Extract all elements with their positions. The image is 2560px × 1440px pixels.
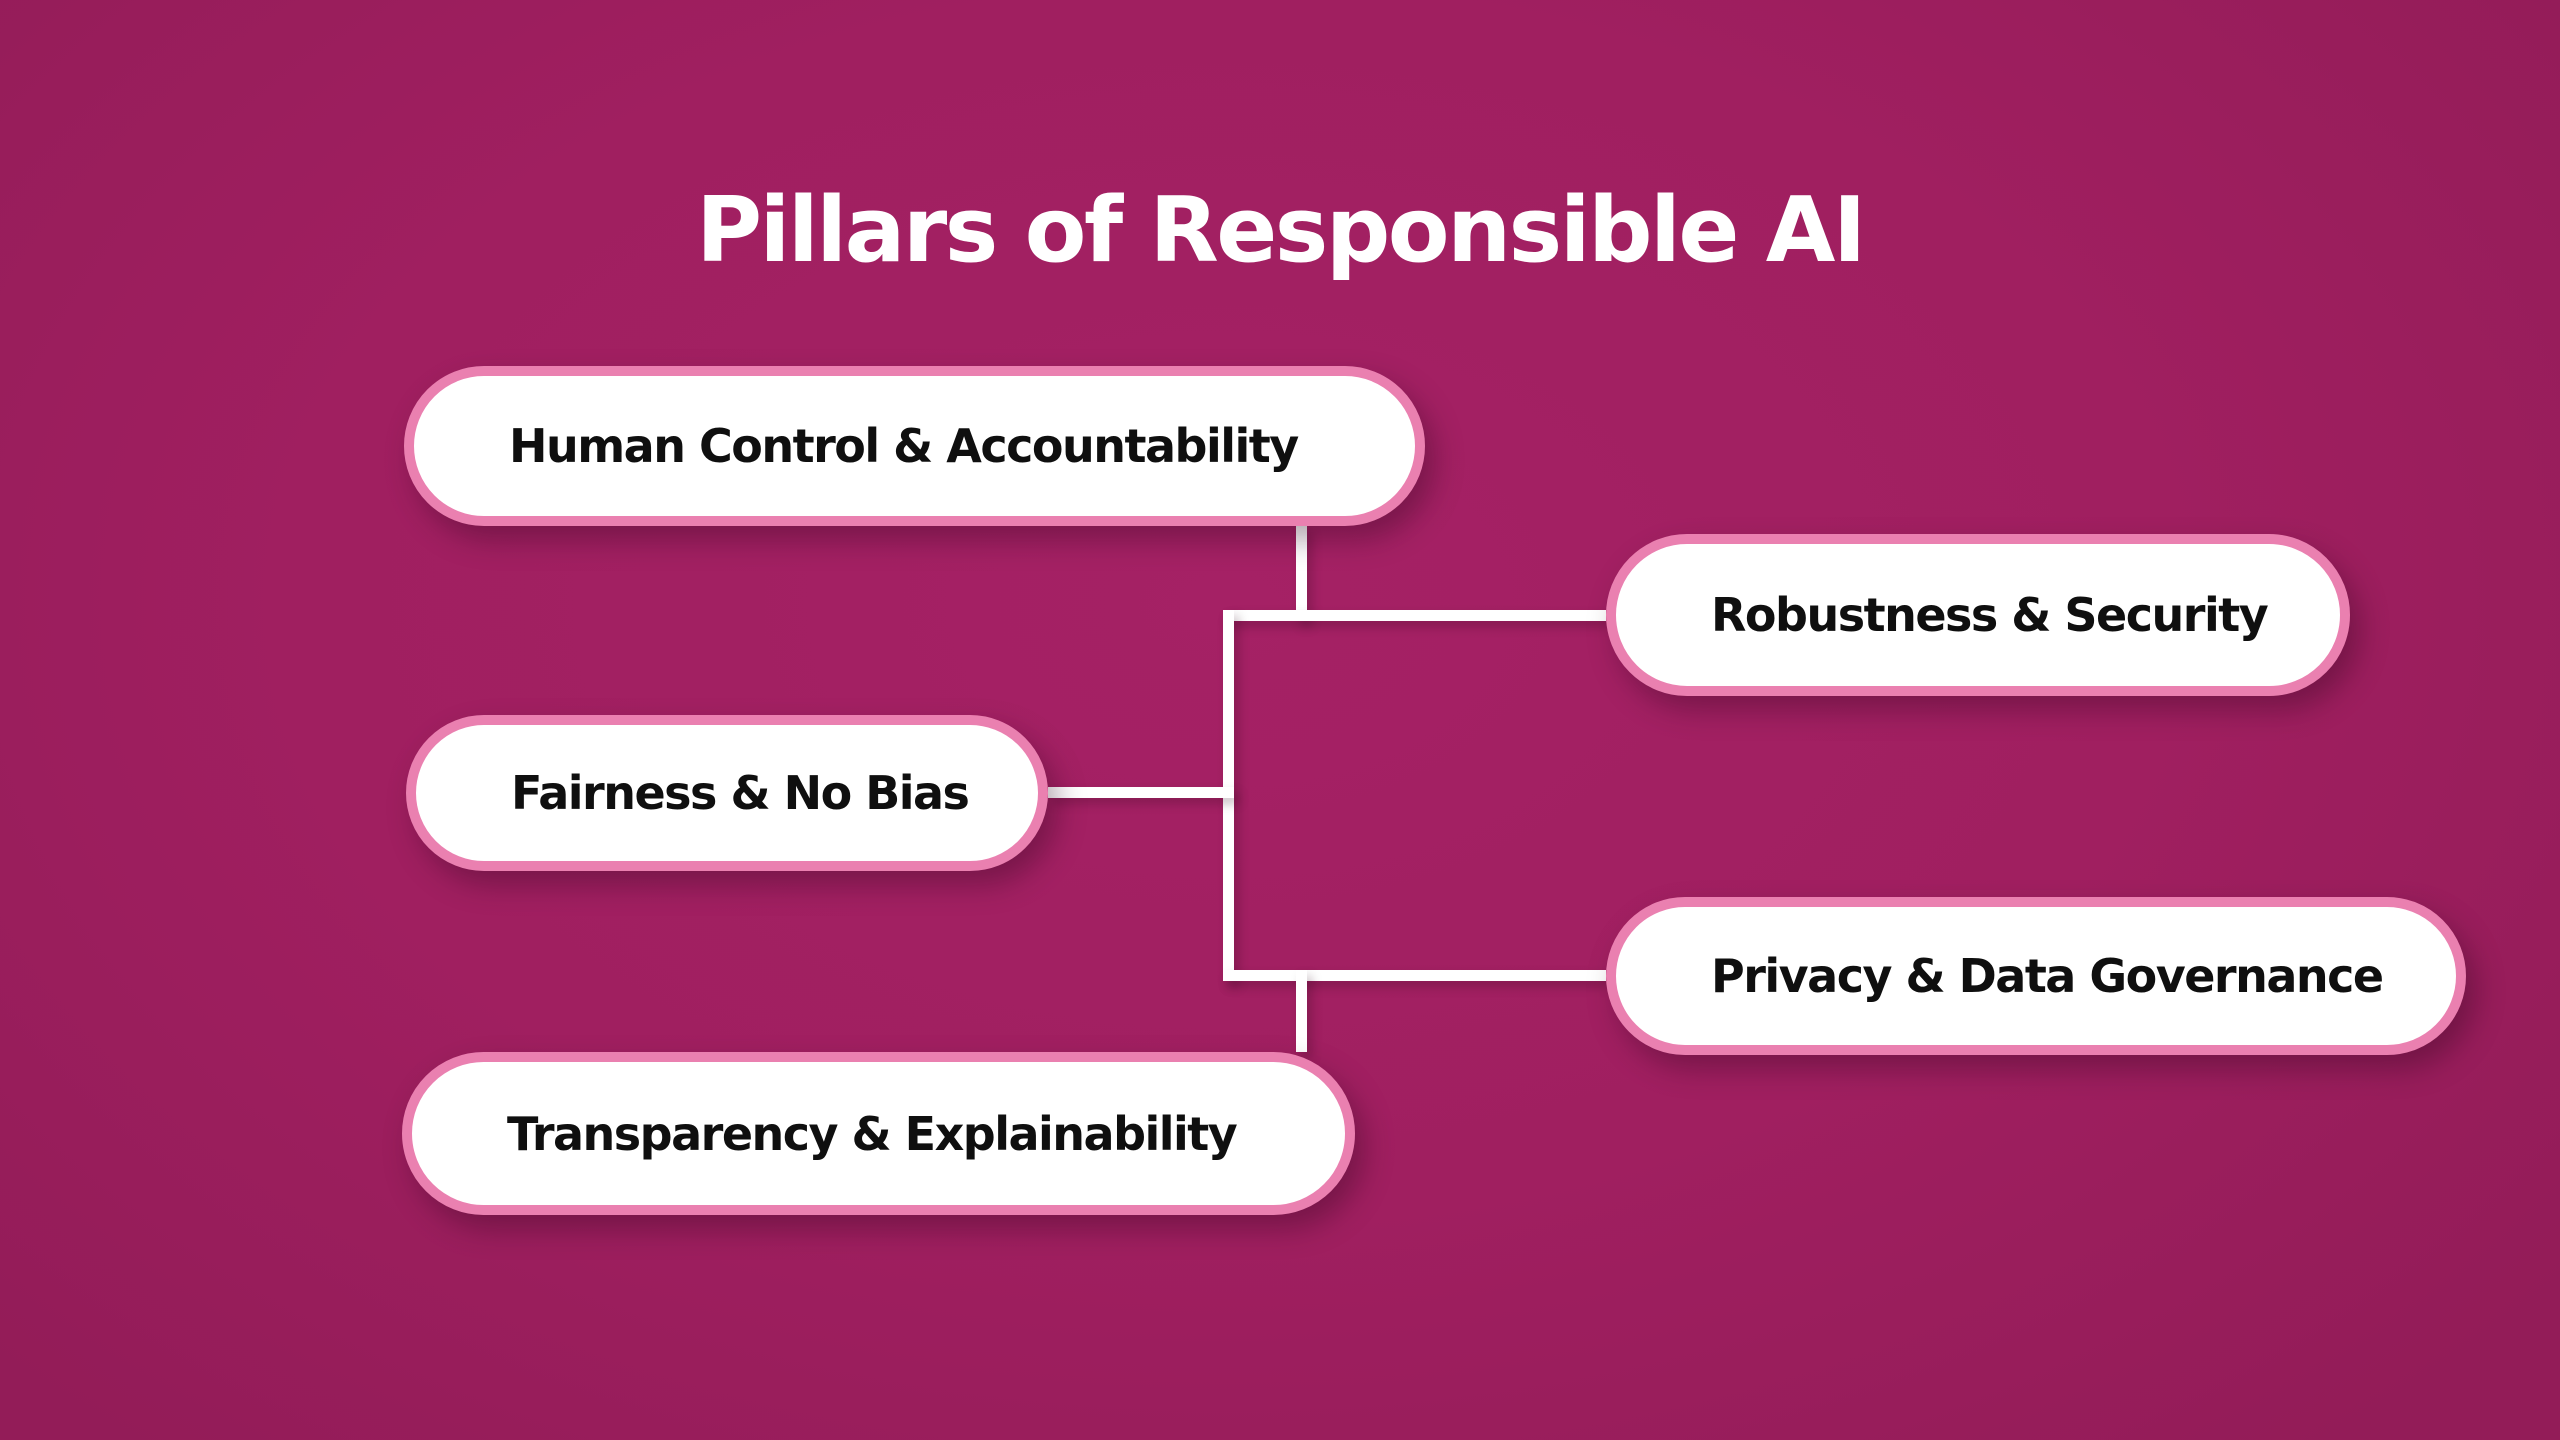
connector-fairness <box>1048 787 1234 798</box>
connector-robustness <box>1223 610 1606 621</box>
node-label: Human Control & Accountability <box>509 419 1299 473</box>
connector-human-control <box>1296 526 1307 621</box>
node-human-control-accountability: Human Control & Accountability <box>404 366 1425 526</box>
node-label: Transparency & Explainability <box>507 1106 1238 1161</box>
node-fairness-no-bias: Fairness & No Bias <box>406 715 1048 871</box>
node-label: Robustness & Security <box>1711 588 2269 642</box>
node-label: Privacy & Data Governance <box>1711 949 2384 1003</box>
node-label: Fairness & No Bias <box>511 766 970 820</box>
node-robustness-security: Robustness & Security <box>1606 534 2350 696</box>
node-transparency-explainability: Transparency & Explainability <box>402 1052 1355 1215</box>
node-privacy-data-governance: Privacy & Data Governance <box>1606 897 2466 1055</box>
page-title: Pillars of Responsible AI <box>696 178 1866 284</box>
connector-privacy <box>1223 970 1606 981</box>
connector-transparency <box>1296 970 1307 1052</box>
